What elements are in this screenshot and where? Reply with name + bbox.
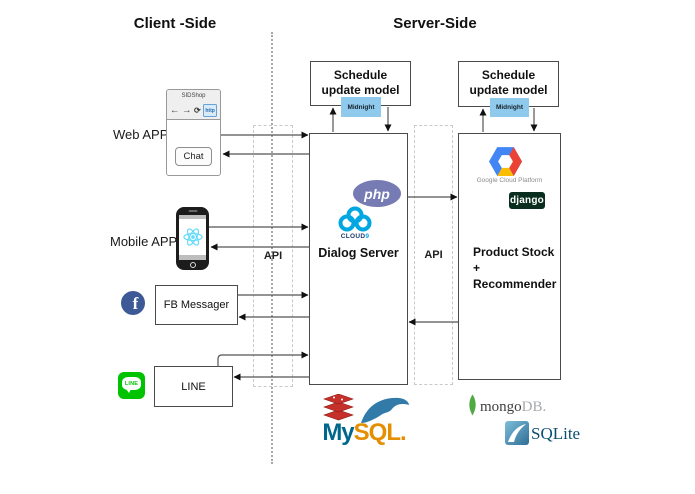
phone-frame	[176, 207, 209, 270]
browser-navbar: ← → ⟳ http	[167, 102, 220, 120]
browser-title: SIDShop	[167, 90, 220, 102]
mongodb-wordmark: mongoDB.	[480, 397, 546, 417]
line-box: LINE	[154, 366, 233, 407]
cloud9-digit: 9	[365, 233, 370, 240]
sqlite-logo-icon	[505, 421, 529, 445]
api-box-left: API	[253, 125, 293, 387]
sqlite-wordmark: SQLite	[531, 424, 581, 443]
mobile-app-label: Mobile APP	[110, 234, 178, 249]
back-icon: ←	[170, 105, 180, 116]
phone-speaker	[188, 210, 197, 212]
product-server-title: Product Stock + Recommender	[473, 244, 560, 292]
django-label: django	[510, 195, 544, 206]
chat-button: Chat	[175, 147, 212, 166]
cloud9-logo-icon	[338, 206, 372, 232]
fb-messenger-label: FB Messager	[163, 299, 230, 311]
mongodb-mongo: mongo	[480, 399, 522, 415]
fb-messenger-box: FB Messager	[155, 285, 238, 325]
gcp-logo-icon	[489, 147, 522, 176]
mysql-dolphin-icon	[361, 397, 409, 423]
line-box-label: LINE	[181, 380, 206, 393]
mysql-my: My	[322, 419, 354, 446]
mongodb-leaf-icon	[469, 394, 476, 416]
php-label: php	[364, 185, 390, 202]
django-badge: django	[509, 192, 545, 209]
schedule-left-line2: update model	[321, 83, 400, 97]
product-server-box: Google Cloud Platform django Product Sto…	[458, 133, 561, 380]
client-server-divider	[271, 32, 273, 464]
gcp-label: Google Cloud Platform	[476, 177, 543, 184]
mysql-wordmark: MySQL.	[310, 419, 418, 447]
phone-home-button	[189, 262, 196, 268]
line-icon: LINE	[118, 372, 145, 399]
schedule-left-line1: Schedule	[333, 68, 388, 82]
midnight-badge-right: Midnight	[490, 98, 529, 117]
react-logo-icon	[182, 228, 203, 246]
mysql-sql: SQL.	[353, 419, 407, 446]
refresh-icon: ⟳	[194, 106, 201, 115]
browser-window: SIDShop ← → ⟳ http Chat	[166, 89, 221, 176]
api-box-right: API	[414, 125, 453, 385]
phone-statusbar	[179, 215, 206, 219]
dialog-server-title: Dialog Server	[318, 246, 399, 260]
web-app-label: Web APP	[113, 127, 169, 142]
product-title-line2: + Recommender	[473, 261, 557, 291]
facebook-icon: f	[121, 291, 145, 315]
api-label-left: API	[263, 250, 283, 262]
line-icon-text: LINE	[124, 380, 139, 387]
cloud9-word: CLOUD	[340, 233, 366, 240]
midnight-badge-left: Midnight	[341, 97, 381, 117]
php-logo: php	[353, 180, 401, 207]
client-side-title: Client -Side	[133, 15, 217, 32]
line-icon-bubble	[122, 377, 141, 390]
schedule-right-line1: Schedule	[481, 68, 536, 82]
line-icon-bubble-tail	[126, 389, 131, 393]
phone-view	[179, 219, 206, 255]
url-badge: http	[203, 104, 217, 117]
facebook-f-letter: f	[132, 293, 139, 313]
redis-logo-icon	[323, 394, 354, 421]
cloud9-label: CLOUD9	[323, 233, 387, 240]
phone-dock	[179, 255, 206, 260]
schedule-right-line2: update model	[469, 83, 548, 97]
product-title-line1: Product Stock	[473, 245, 555, 259]
sqlite-feather-icon	[508, 424, 526, 442]
mongodb-db: DB.	[521, 399, 547, 415]
server-side-title: Server-Side	[393, 15, 477, 32]
forward-icon: →	[182, 105, 192, 116]
phone-screen	[179, 215, 206, 260]
dialog-server-box: php CLOUD9 Dialog Server	[309, 133, 408, 385]
api-label-right: API	[424, 249, 443, 261]
